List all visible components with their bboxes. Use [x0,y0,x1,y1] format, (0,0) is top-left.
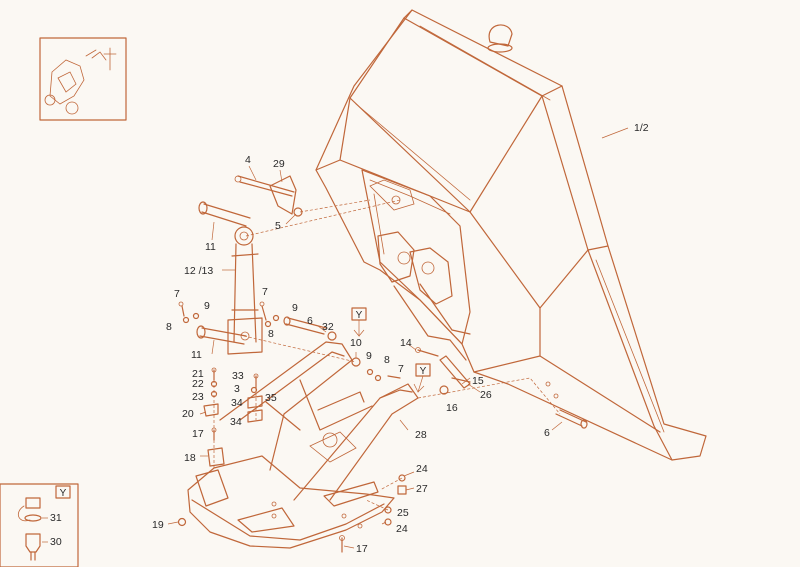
callout-25: 25 [397,507,409,519]
svg-text:Y: Y [356,310,363,321]
bolt-7-mid[interactable] [259,301,267,321]
nut-8-center[interactable] [374,374,382,382]
bolt-24-upper[interactable] [398,474,406,482]
pin-6-lower[interactable] [555,409,588,429]
callout-21: 21 [192,368,204,380]
callout-8-center: 8 [384,354,390,366]
callout-17-lower: 17 [356,543,368,555]
callout-34-upper: 34 [231,397,243,409]
callout-22: 22 [192,378,204,390]
callout-3: 3 [234,383,240,395]
bolt-4[interactable] [234,175,295,197]
callout-8-left: 8 [166,321,172,333]
hopper-assembly[interactable] [315,9,707,461]
bolt-17-upper[interactable] [211,427,217,441]
callout-32: 32 [322,321,334,333]
detail-view-y: Y 31 30 [0,483,79,567]
locator-thumbnail-icon[interactable] [39,37,127,121]
callout-28: 28 [415,429,427,441]
washer-9-center[interactable] [366,368,374,376]
pin-11-lower[interactable] [196,325,247,345]
callout-7-center: 7 [398,363,404,375]
callout-24-lower: 24 [396,523,408,535]
clamp-34-lower[interactable] [247,409,263,423]
sensor-35[interactable] [265,401,301,431]
callout-9-left: 9 [204,300,210,312]
callout-27: 27 [416,483,428,495]
assembly-label: 1/2 [634,122,649,134]
bolt-24-lower[interactable] [384,518,392,526]
leader-lines [167,127,629,549]
callout-30: 30 [50,536,62,548]
callout-9-center: 9 [366,350,372,362]
cap-31-icon[interactable] [17,497,48,522]
callout-9-mid: 9 [292,302,298,314]
pin-11-upper[interactable] [198,201,251,227]
nut-27[interactable] [397,485,407,495]
callout-19: 19 [152,519,164,531]
bolt-17-lower[interactable] [339,535,345,553]
pin-6-upper[interactable] [283,316,327,335]
callout-33: 33 [232,370,244,382]
callout-labels: 1/2 4 29 5 11 12 /13 7 9 8 7 9 8 6 32 10… [152,122,649,555]
callout-7-left: 7 [174,288,180,300]
callout-4: 4 [245,154,251,166]
callout-26: 26 [480,389,492,401]
callout-23: 23 [192,391,204,403]
grease-nipple-21[interactable] [211,367,217,381]
pin-26[interactable] [451,377,471,383]
bolt-33[interactable] [253,373,259,389]
callout-29: 29 [273,158,285,170]
callout-34-lower: 34 [230,416,242,428]
center-lines [213,199,561,511]
washer-9-left[interactable] [192,312,200,320]
svg-text:Y: Y [60,488,67,499]
bushing-16[interactable] [439,385,449,395]
nut-8-mid[interactable] [264,320,272,328]
svg-text:Y: Y [420,366,427,377]
callout-24-upper: 24 [416,463,428,475]
bushing-18[interactable] [207,447,225,467]
callout-8-mid: 8 [268,328,274,340]
callout-31: 31 [50,512,62,524]
callout-18: 18 [184,452,196,464]
base-frame-28[interactable] [187,341,419,549]
washer-9-mid[interactable] [272,314,280,322]
callout-12-13: 12 /13 [184,265,213,277]
callout-20: 20 [182,408,194,420]
bolt-7-center[interactable] [387,375,401,379]
fitting-20[interactable] [203,403,219,417]
bolt-7-left[interactable] [178,301,185,317]
washer-3[interactable] [250,386,258,394]
bracket-29[interactable] [269,175,297,215]
nut-19[interactable] [177,517,187,527]
callout-11-upper: 11 [205,241,216,253]
bolt-14[interactable] [415,347,439,357]
callout-15: 15 [472,375,484,387]
callout-11-lower: 11 [191,349,202,361]
callout-5: 5 [275,220,281,232]
callout-16: 16 [446,402,458,414]
grease-nipple-30-icon[interactable] [25,533,48,561]
link-15[interactable] [439,355,471,389]
callout-35: 35 [265,392,277,404]
callout-7-mid: 7 [262,286,268,298]
hydraulic-cylinder[interactable] [227,226,263,355]
washer-25[interactable] [384,506,392,514]
view-marker-y-2[interactable]: Y [413,363,431,393]
callout-10: 10 [350,337,362,349]
callout-17-upper: 17 [192,428,204,440]
nut-8-left[interactable] [182,316,190,324]
clamp-34-upper[interactable] [247,395,263,409]
bushing-32[interactable] [327,331,337,341]
callout-6-upper: 6 [307,315,313,327]
callout-6-lower: 6 [544,427,550,439]
callout-14: 14 [400,337,412,349]
bushing-10[interactable] [351,357,361,367]
view-marker-y-1[interactable]: Y [351,307,367,337]
